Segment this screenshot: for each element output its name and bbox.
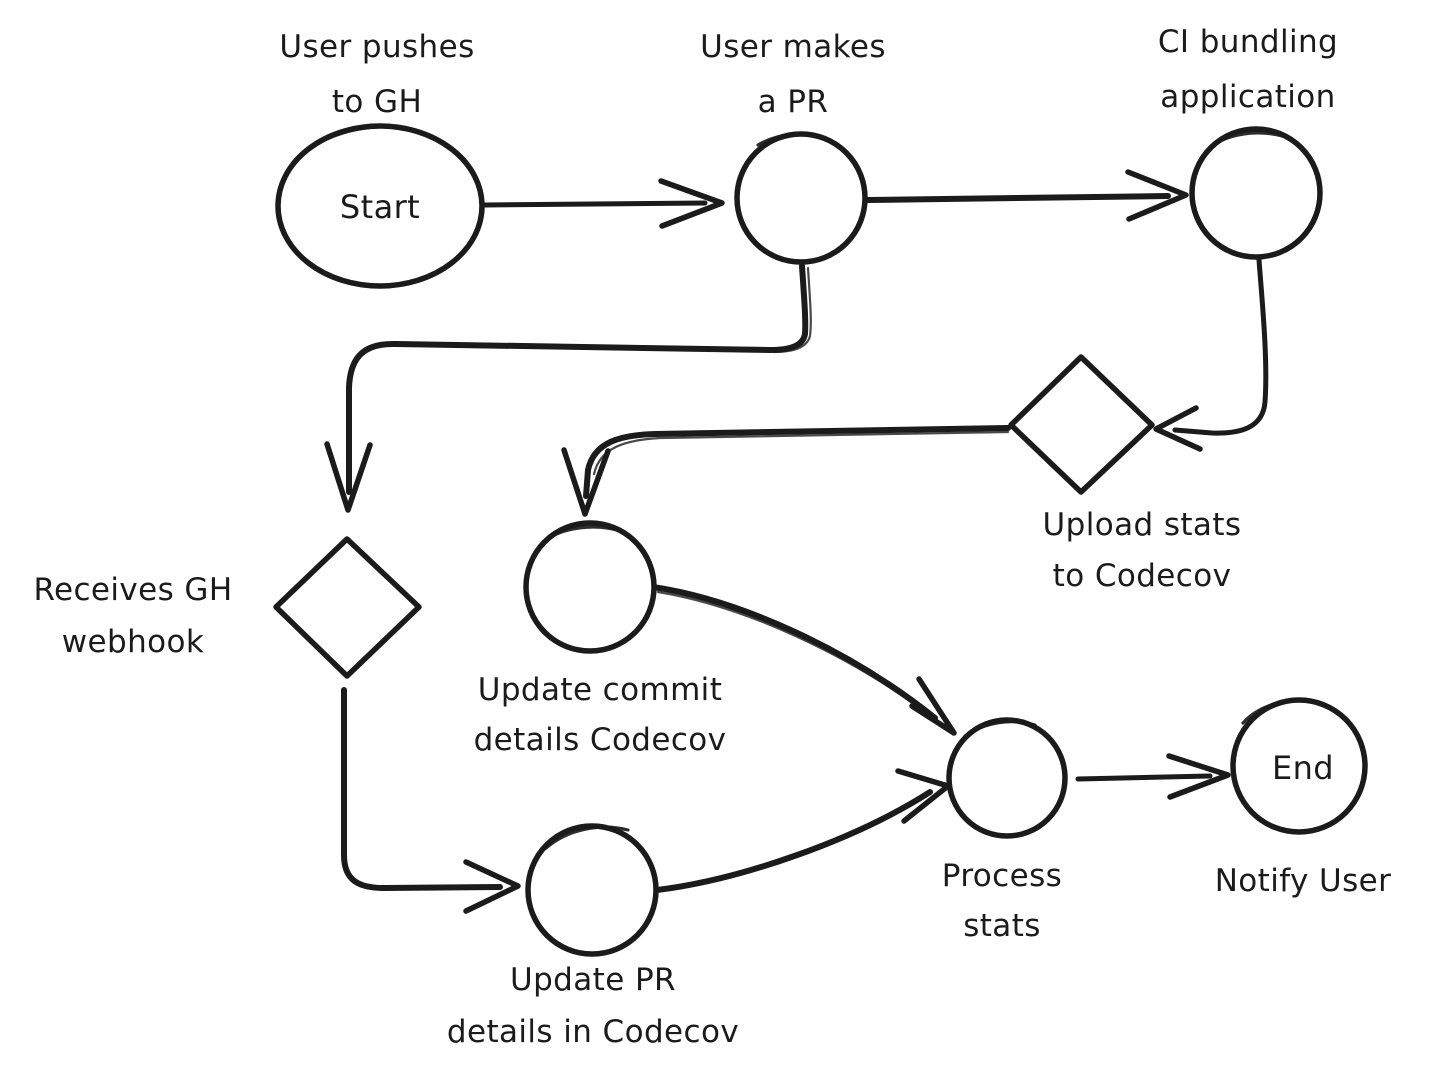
edge-updatecommit-to-process: [650, 584, 957, 736]
node-update-commit[interactable]: [523, 520, 657, 654]
node-end-caption-line1: Notify User: [1215, 863, 1392, 899]
node-update-pr-caption-line2: details in Codecov: [447, 1014, 739, 1050]
node-end-caption: Notify User: [1215, 863, 1392, 899]
node-update-pr-caption: Update PR details in Codecov: [447, 962, 739, 1050]
node-webhook-caption-line2: webhook: [62, 624, 204, 660]
node-upload[interactable]: [1008, 354, 1155, 495]
node-update-pr[interactable]: [525, 823, 659, 957]
edge-process-to-end: [1075, 753, 1231, 800]
node-ci-caption-line2: application: [1160, 79, 1335, 115]
node-upload-caption-line1: Upload stats: [1043, 507, 1242, 543]
node-update-commit-caption-line2: details Codecov: [474, 722, 727, 758]
node-pr-caption-line1: User makes: [700, 29, 886, 65]
node-pr-caption: User makes a PR: [700, 29, 886, 120]
node-start-caption: User pushes to GH: [279, 29, 474, 120]
edge-pr-to-webhook: [324, 263, 812, 513]
node-end-inner-label: End: [1272, 749, 1334, 787]
node-start-caption-line1: User pushes: [279, 29, 474, 65]
node-process-caption-line1: Process: [942, 858, 1062, 894]
node-webhook[interactable]: [273, 536, 422, 679]
node-start-caption-line2: to GH: [332, 84, 422, 120]
node-ci-caption-line1: CI bundling: [1158, 24, 1338, 60]
node-process-caption-line2: stats: [963, 908, 1041, 944]
node-end[interactable]: End: [1230, 697, 1368, 835]
node-update-commit-caption-line1: Update commit: [478, 672, 723, 708]
node-update-pr-caption-line1: Update PR: [510, 962, 676, 998]
node-update-commit-caption: Update commit details Codecov: [474, 672, 727, 758]
node-upload-caption-line2: to Codecov: [1053, 558, 1232, 594]
edge-ci-to-upload: [1153, 257, 1269, 452]
node-start-inner-label: Start: [340, 188, 420, 226]
edge-upload-to-updatecommit: [561, 425, 1011, 517]
node-webhook-caption-line1: Receives GH: [33, 572, 232, 608]
node-webhook-caption: Receives GH webhook: [33, 572, 232, 660]
edge-pr-to-ci: [865, 169, 1189, 222]
edge-webhook-to-updatepr: [341, 687, 521, 914]
edge-start-to-pr: [481, 178, 725, 229]
node-ci[interactable]: [1189, 126, 1323, 260]
node-pr[interactable]: [734, 131, 868, 265]
node-pr-caption-line2: a PR: [758, 84, 829, 120]
node-process-caption: Process stats: [942, 858, 1062, 944]
node-upload-caption: Upload stats to Codecov: [1043, 507, 1242, 594]
node-start[interactable]: Start: [275, 123, 485, 289]
node-ci-caption: CI bundling application: [1158, 24, 1338, 115]
edge-updatepr-to-process: [654, 768, 951, 893]
node-process[interactable]: [946, 717, 1068, 839]
